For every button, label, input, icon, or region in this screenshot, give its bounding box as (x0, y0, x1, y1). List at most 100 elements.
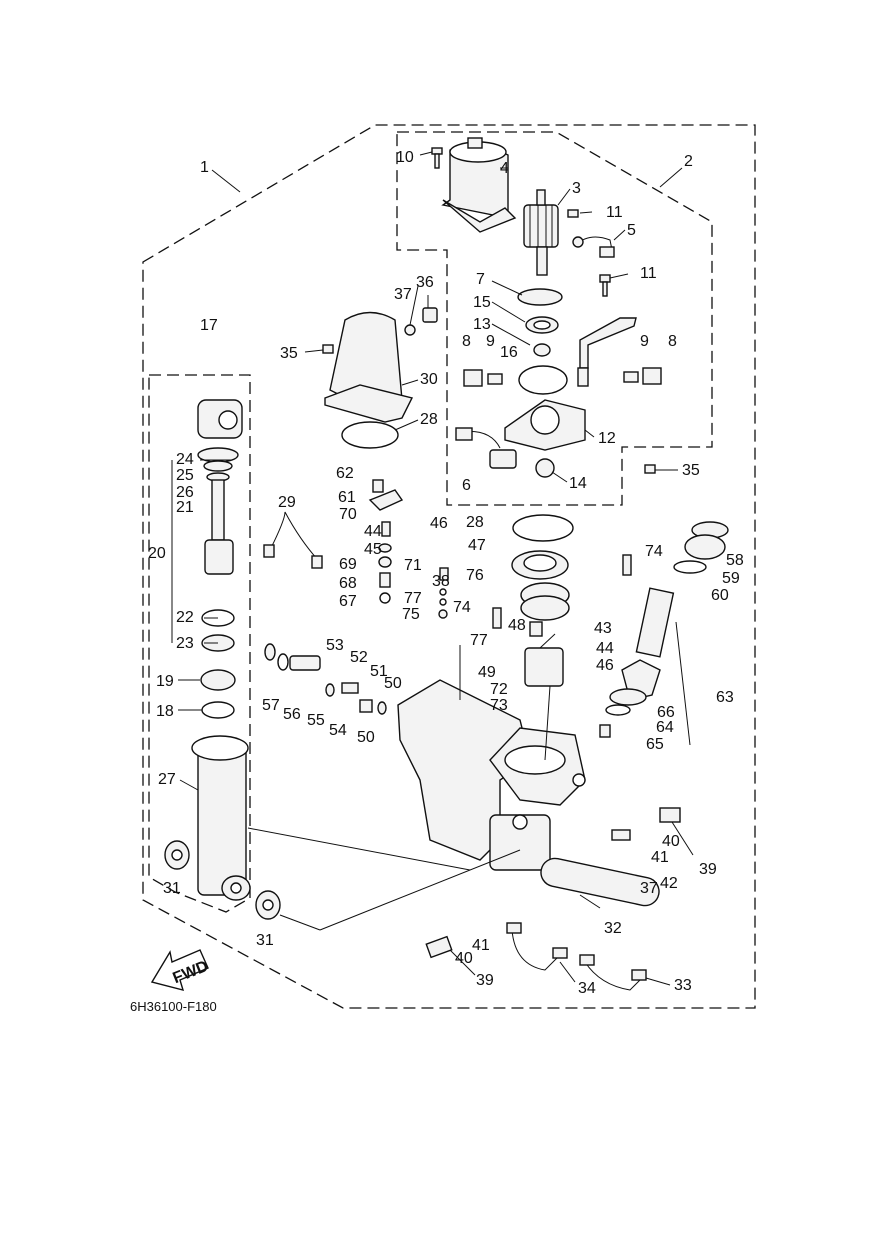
end-cover (455, 399, 586, 478)
callout: 53 (326, 637, 344, 654)
callout: 68 (339, 575, 357, 592)
callout: 39 (699, 861, 717, 878)
callout: 31 (256, 932, 274, 949)
callout: 9 (640, 333, 649, 350)
callout: 66 (657, 704, 675, 721)
callout: 37 (394, 286, 412, 303)
callout: 44 (596, 640, 614, 657)
callout: 33 (674, 977, 692, 994)
callout: 16 (500, 344, 518, 361)
plug-36 (422, 307, 438, 323)
callout: 35 (682, 462, 700, 479)
assembly-2-boundary (396, 131, 713, 506)
callout: 58 (726, 552, 744, 569)
pipes-33-34 (506, 922, 647, 991)
motor-housing (441, 137, 517, 233)
manifold-body (397, 679, 586, 871)
callout: 71 (404, 557, 422, 574)
callout: 50 (384, 675, 402, 692)
tilt-rod (197, 399, 243, 719)
bushings-31 (164, 840, 281, 920)
ball-37 (404, 324, 416, 336)
callout: 60 (711, 587, 729, 604)
callout: 50 (357, 729, 375, 746)
callout: 37 (640, 880, 658, 897)
callout: 30 (420, 371, 438, 388)
callout: 1 (200, 159, 209, 176)
right-side-parts (425, 521, 729, 959)
callout: 73 (490, 697, 508, 714)
callout: 56 (283, 706, 301, 723)
callout: 8 (462, 333, 471, 350)
callout: 70 (339, 506, 357, 523)
manual-valve-parts (264, 643, 387, 715)
pipe-29 (269, 511, 319, 561)
armature (523, 189, 559, 276)
pipe-29-fitting-b (311, 555, 323, 569)
motor-bolts (431, 147, 611, 297)
callout: 41 (472, 937, 490, 954)
callout: 7 (476, 271, 485, 288)
callout: 6 (462, 477, 471, 494)
callout: 20 (148, 545, 166, 562)
callout: 10 (396, 149, 414, 166)
pipe-29-fitting-a (263, 544, 275, 558)
callout: 3 (572, 180, 581, 197)
valve-parts (368, 479, 632, 687)
callout: 29 (278, 494, 296, 511)
callout: 76 (466, 567, 484, 584)
callout: 40 (455, 950, 473, 967)
callout: 57 (262, 697, 280, 714)
callout: 52 (350, 649, 368, 666)
callout: 8 (668, 333, 677, 350)
callout: 24 (176, 451, 194, 468)
callout: 45 (364, 541, 382, 558)
callout: 42 (660, 875, 678, 892)
callout: 75 (402, 606, 420, 623)
callout: 26 (176, 484, 194, 501)
callout: 54 (329, 722, 347, 739)
callout: 49 (478, 664, 496, 681)
callout: 72 (490, 681, 508, 698)
diagram-code: 6H36100-F180 (130, 999, 217, 1014)
callout: 46 (430, 515, 448, 532)
fwd-arrow: FWD (150, 949, 211, 991)
callout: 46 (596, 657, 614, 674)
callout: 44 (364, 523, 382, 540)
callout: 62 (336, 465, 354, 482)
callout: 27 (158, 771, 176, 788)
brushes-and-springs (463, 317, 662, 387)
callout: 15 (473, 294, 491, 311)
callout-labels: 1 2 3 4 5 6 7 8 8 9 9 10 11 11 12 13 14 … (148, 149, 744, 997)
callout: 31 (163, 880, 181, 897)
callout: 74 (453, 599, 471, 616)
callout: 11 (606, 204, 623, 221)
callout: 61 (338, 489, 356, 506)
callout: 41 (651, 849, 669, 866)
callout: 18 (156, 703, 174, 720)
callout: 39 (476, 972, 494, 989)
callout: 28 (420, 411, 438, 428)
callout: 74 (645, 543, 663, 560)
callout: 12 (598, 430, 616, 447)
callout: 9 (486, 333, 495, 350)
callout: 36 (416, 274, 434, 291)
callout: 55 (307, 712, 325, 729)
plate-and-seals (517, 288, 568, 395)
callout: 19 (156, 673, 174, 690)
tilt-cylinder (191, 735, 251, 901)
callout: 63 (716, 689, 734, 706)
bolt-35a (322, 344, 334, 354)
callout: 21 (176, 499, 194, 516)
brush-holder (572, 236, 615, 258)
callout: 5 (627, 222, 636, 239)
callout: 35 (280, 345, 298, 362)
callout: 34 (578, 980, 596, 997)
callout: 11 (640, 265, 657, 282)
callout: 4 (500, 160, 509, 177)
callout: 48 (508, 617, 526, 634)
callout: 47 (468, 537, 486, 554)
callout: 51 (370, 663, 388, 680)
callout: 32 (604, 920, 622, 937)
